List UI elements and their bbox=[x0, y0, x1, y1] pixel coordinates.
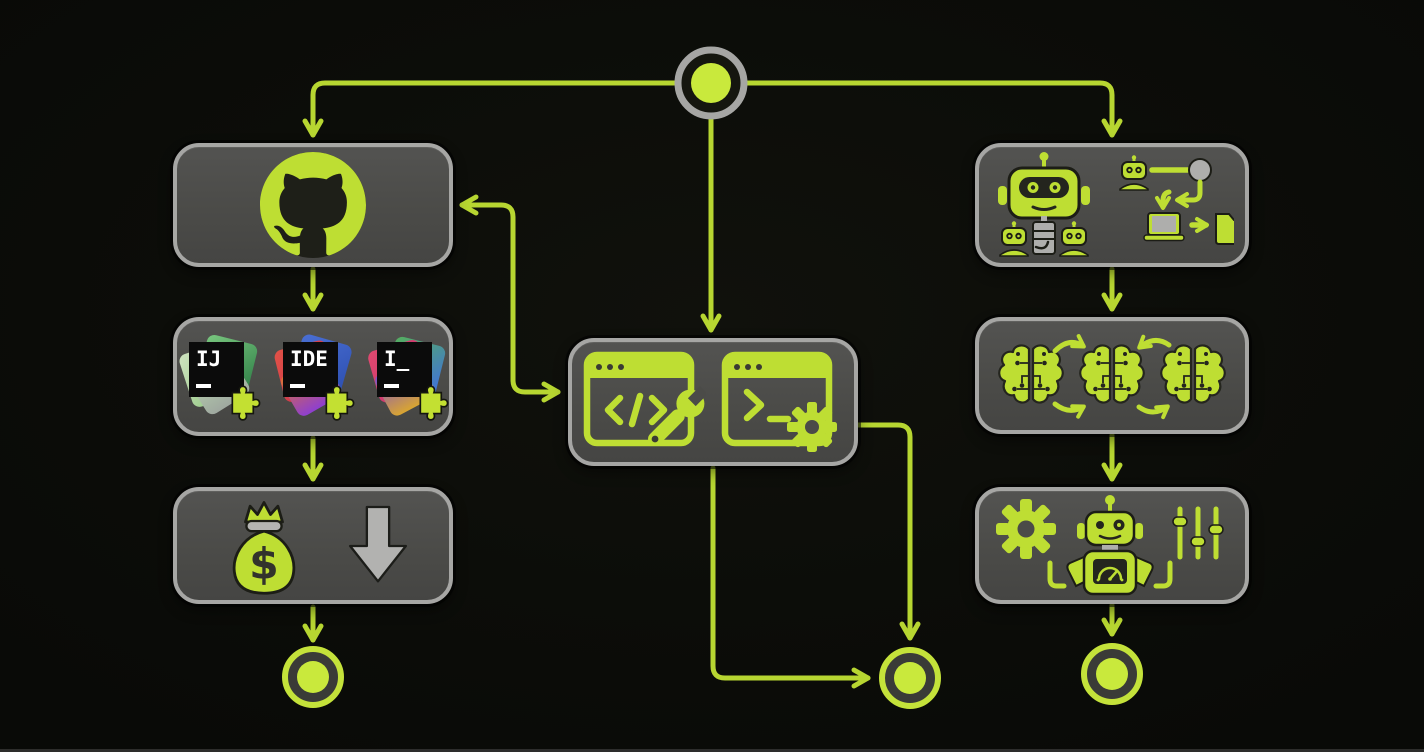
terminal-window-gear-icon bbox=[721, 351, 837, 452]
gear-icon bbox=[996, 498, 1056, 559]
ide-badge-underscore bbox=[290, 383, 305, 388]
ide-badge-text: I_ bbox=[384, 346, 410, 371]
robot-task-pipeline-icon bbox=[1118, 153, 1234, 245]
tuning-icons bbox=[996, 494, 1224, 595]
laptop-icon bbox=[1143, 212, 1185, 242]
wrench-icon bbox=[648, 386, 706, 446]
plugin-puzzle-icon bbox=[231, 385, 261, 421]
jetbrains-ide-plugin-icon: IDE bbox=[273, 333, 355, 421]
brains-cycle-icons bbox=[989, 333, 1235, 419]
circuit-brain-icon bbox=[999, 345, 1063, 402]
ide-badge: IDE bbox=[283, 341, 338, 397]
plugin-puzzle-icon bbox=[325, 385, 355, 421]
dollar-sign: $ bbox=[249, 539, 279, 589]
bottom-edge-strip bbox=[0, 749, 1424, 752]
connector-start-to-agents bbox=[743, 80, 1123, 138]
cycle-arrows bbox=[1052, 333, 1172, 419]
connector-github-tools-sync bbox=[459, 194, 561, 403]
start-node bbox=[674, 46, 748, 120]
code-window-wrench-icon bbox=[583, 351, 706, 447]
ai-models-box bbox=[975, 317, 1249, 434]
ide-badge: I_ bbox=[377, 341, 432, 397]
folder-icon bbox=[1215, 213, 1234, 245]
connector-start-to-github bbox=[302, 80, 679, 138]
jetbrains-ide-plugin-icon: IJ bbox=[179, 333, 261, 421]
connector-tools-right-to-end bbox=[855, 422, 921, 641]
connector-tools-bottom-to-end bbox=[710, 465, 871, 689]
jetbrains-ides-box: IJ IDE bbox=[173, 317, 453, 436]
ai-agents-box bbox=[975, 143, 1249, 267]
jetbrains-ide-plugin-icon: I_ bbox=[367, 333, 449, 421]
ide-badge-underscore bbox=[196, 383, 211, 388]
download-arrow-icon bbox=[348, 505, 408, 582]
robot-team-server-icon bbox=[998, 216, 1090, 258]
monetization-box: $ bbox=[173, 487, 453, 604]
ide-badge: IJ bbox=[189, 341, 244, 397]
github-box bbox=[173, 143, 453, 267]
ide-badge-text: IDE bbox=[290, 346, 328, 371]
circuit-brain-icon bbox=[1080, 345, 1144, 402]
ide-badge-text: IJ bbox=[196, 346, 222, 371]
gear-icon bbox=[787, 402, 837, 452]
dev-tools-box bbox=[568, 338, 858, 466]
money-bag-icon: $ bbox=[232, 500, 296, 595]
ide-badge-underscore bbox=[384, 383, 399, 388]
agents-icons bbox=[998, 152, 1234, 258]
github-octocat-icon bbox=[260, 152, 366, 258]
robot-tuning-box bbox=[975, 487, 1249, 604]
end-node-center bbox=[879, 647, 941, 709]
end-node-right bbox=[1081, 643, 1143, 705]
circuit-brain-icon bbox=[1161, 345, 1225, 402]
plugin-puzzle-icon bbox=[419, 385, 449, 421]
end-node-left bbox=[282, 646, 344, 708]
robot-head-icon bbox=[998, 152, 1090, 220]
vertical-sliders-icon bbox=[1172, 506, 1224, 559]
tuning-robot-gauge-icon bbox=[1066, 494, 1154, 595]
